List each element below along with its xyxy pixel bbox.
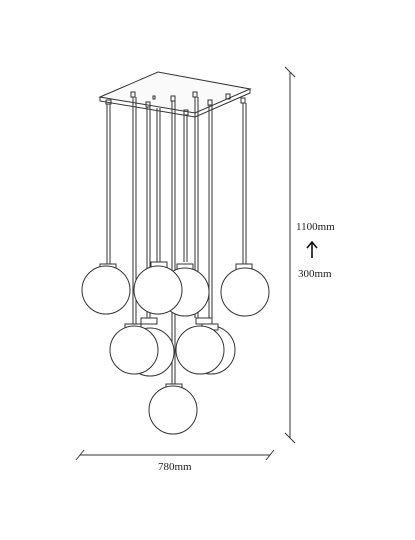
globe: [81, 263, 131, 315]
up-arrow-icon: [306, 240, 318, 258]
max-height-label: 1100mm: [296, 221, 335, 233]
globe: [109, 323, 159, 375]
height-dimension-line: [284, 66, 296, 444]
globe: [175, 323, 225, 375]
globe: [220, 263, 270, 317]
globe: [148, 383, 198, 435]
globe: [133, 261, 183, 315]
min-height-label: 300mm: [298, 268, 332, 280]
width-label: 780mm: [158, 461, 192, 473]
globe-cluster: [81, 261, 270, 435]
width-dimension-line: [75, 449, 275, 461]
